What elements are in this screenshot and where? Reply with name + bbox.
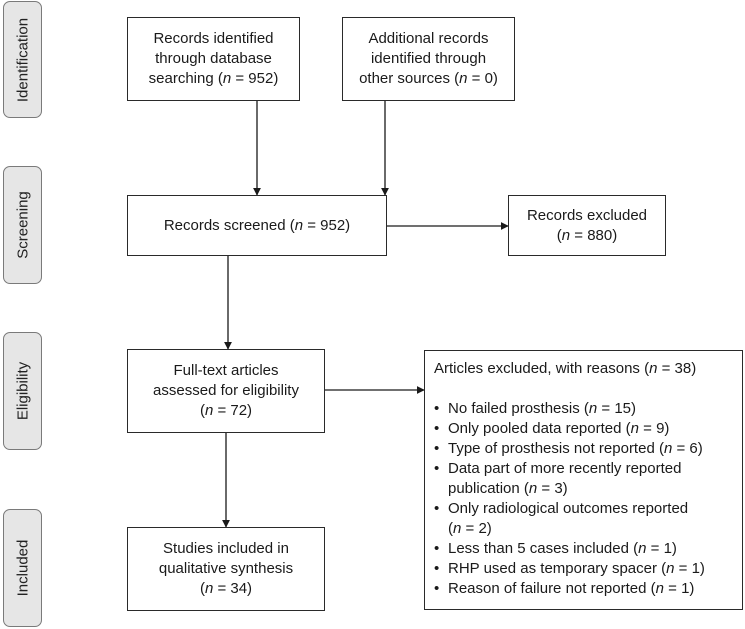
box-articles-excluded: Articles excluded, with reasons (n = 38)… (424, 350, 743, 610)
box-records-screened: Records screened (n = 952) (127, 195, 387, 256)
box-studies-included: Studies included in qualitative synthesi… (127, 527, 325, 611)
exclusion-reason: Type of prosthesis not reported (n = 6) (434, 439, 732, 459)
phase-included: Included (3, 509, 42, 627)
box-fulltext-assessed: Full-text articles assessed for eligibil… (127, 349, 325, 433)
phase-identification: Identification (3, 1, 42, 118)
exclusion-reason: Data part of more recently reportedpubli… (434, 459, 732, 499)
exclusion-reason: Less than 5 cases included (n = 1) (434, 539, 732, 559)
exclusion-reason: Only radiological outcomes reported(n = … (434, 499, 732, 539)
box-database-records: Records identified through database sear… (127, 17, 300, 101)
exclusion-reason: RHP used as temporary spacer (n = 1) (434, 559, 732, 579)
box-other-sources: Additional records identified through ot… (342, 17, 515, 101)
exclusion-reason: No failed prosthesis (n = 15) (434, 399, 732, 419)
exclusion-reason: Reason of failure not reported (n = 1) (434, 579, 732, 599)
exclusion-reason: Only pooled data reported (n = 9) (434, 419, 732, 439)
articles-excluded-title: Articles excluded, with reasons (n = 38) (434, 360, 697, 377)
phase-screening: Screening (3, 166, 42, 284)
box-records-excluded: Records excluded (n = 880) (508, 195, 666, 256)
exclusion-reasons-list: No failed prosthesis (n = 15) Only poole… (434, 399, 732, 599)
phase-eligibility: Eligibility (3, 332, 42, 450)
